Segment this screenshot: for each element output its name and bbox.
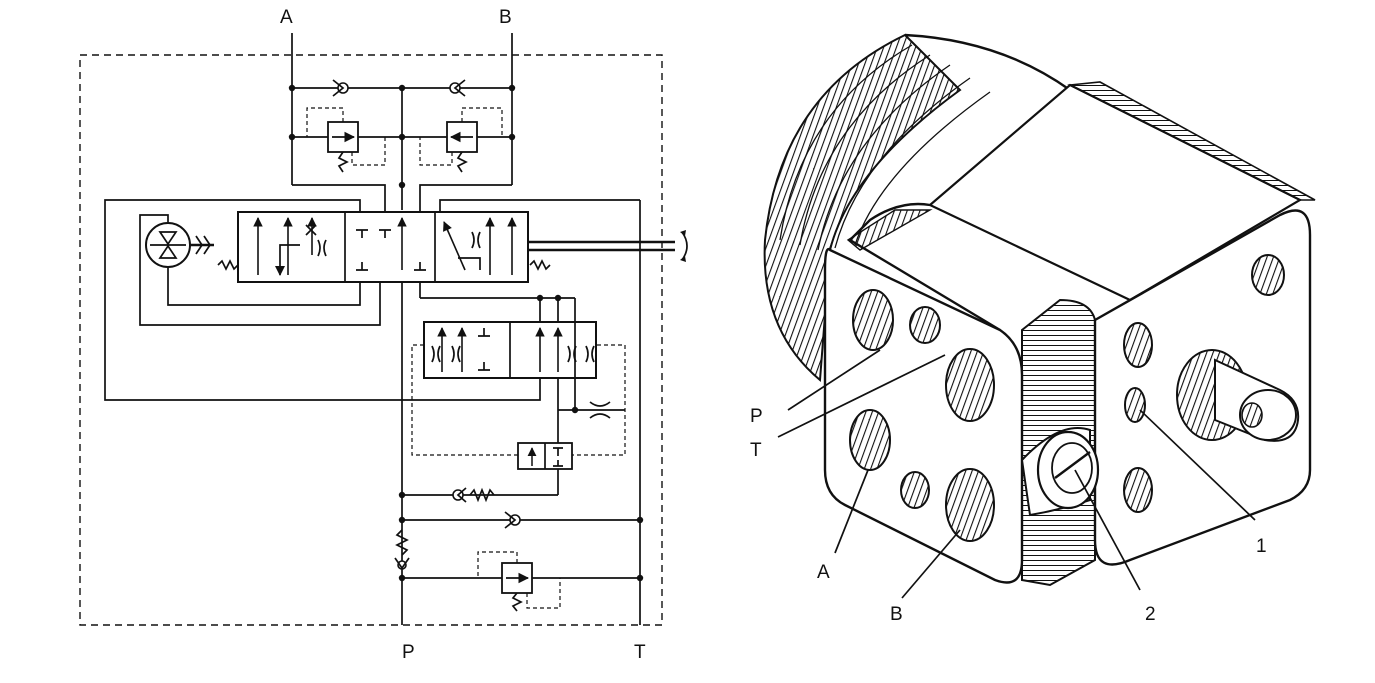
screw-2 [1036, 430, 1100, 510]
callout-b: B [890, 604, 903, 625]
drive-shaft [1176, 349, 1300, 442]
pilot-valve-small [517, 442, 573, 470]
relief-valve-b [419, 107, 503, 173]
spool-spring-left [217, 259, 239, 271]
callout-a: A [817, 562, 830, 583]
leader-p [787, 349, 881, 411]
leader-a [834, 469, 869, 554]
spool-spring-right [529, 259, 551, 271]
drain-port-1 [1124, 387, 1146, 423]
check-valve-b [449, 79, 466, 97]
pump-port-face [823, 248, 1024, 584]
callout-t: T [750, 440, 762, 461]
spring-check-valve [452, 487, 495, 503]
check-valve-a [332, 79, 349, 97]
leader-2 [1074, 469, 1141, 591]
anti-cavitation-check [504, 511, 521, 529]
schematic-port-a-label: A [280, 7, 293, 28]
hydraulic-schematic: A B P T [79, 7, 688, 663]
schematic-port-b-label: B [499, 7, 512, 28]
main-relief-valve [477, 551, 561, 612]
callout-p: P [750, 406, 763, 427]
schematic-port-t-label: T [634, 642, 646, 663]
leader-t [777, 354, 946, 438]
port-b-hole [945, 468, 995, 542]
orifice-restrictor [575, 401, 625, 419]
lever-arc [681, 231, 688, 261]
gear-pump-illustration: P T A B 1 2 [750, 33, 1316, 625]
callout-2: 2 [1145, 604, 1156, 625]
relief-valve-a [306, 107, 386, 173]
callout-1: 1 [1256, 536, 1267, 557]
leader-1 [1139, 409, 1256, 521]
directional-spool-valve [237, 211, 529, 283]
port-t-hole [945, 348, 995, 422]
pump-rear-housing [763, 33, 1071, 383]
port-p-hole [852, 289, 894, 351]
schematic-port-p-label: P [402, 642, 415, 663]
p-spring [395, 529, 409, 556]
valve-block-enclosure [79, 54, 663, 626]
leader-b [901, 529, 961, 599]
motor-symbol [145, 222, 214, 268]
port-a-hole [849, 409, 891, 471]
priority-valve [423, 321, 597, 379]
